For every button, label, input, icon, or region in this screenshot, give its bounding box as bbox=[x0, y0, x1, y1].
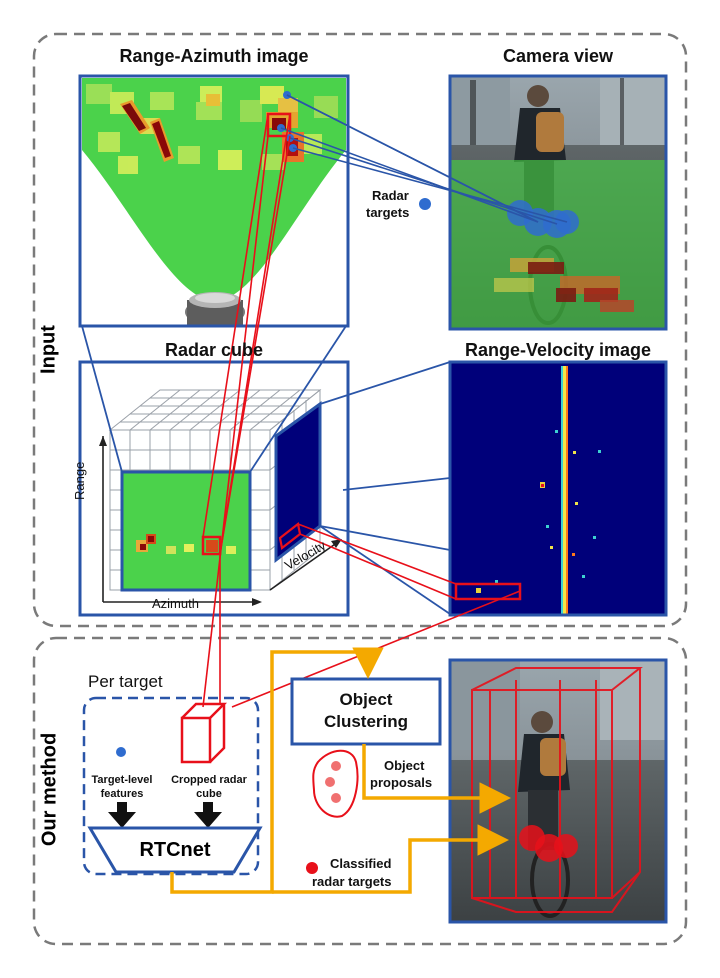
method-section-frame bbox=[32, 636, 688, 946]
radar-sensor-icon bbox=[185, 292, 245, 326]
object-clustering-line2: Clustering bbox=[323, 712, 409, 731]
range-velocity-panel bbox=[448, 360, 668, 617]
down-arrow-icon bbox=[108, 802, 222, 828]
classified-target-dot bbox=[306, 862, 318, 874]
radar-target-legend-dot bbox=[419, 198, 431, 210]
object-proposals-line1: Object bbox=[384, 758, 425, 773]
range-azimuth-title: Range-Azimuth image bbox=[119, 46, 309, 66]
rtcnet-label: RTCnet bbox=[139, 838, 211, 861]
classified-line1: Classified bbox=[330, 856, 392, 871]
range-azimuth-panel bbox=[78, 74, 350, 328]
cropped-cube-line2: cube bbox=[196, 788, 222, 800]
method-section bbox=[82, 647, 668, 924]
target-feature-dot bbox=[116, 747, 126, 757]
radar-cube-title: Radar cube bbox=[164, 340, 264, 360]
camera-heat-projection bbox=[494, 258, 634, 312]
radar-targets-label-line1: Radar bbox=[372, 188, 409, 203]
radar-targets-label-line2: targets bbox=[366, 205, 410, 220]
axis-range-label: Range bbox=[72, 461, 87, 500]
classified-line2: radar targets bbox=[312, 874, 392, 889]
cube-front-hotspots bbox=[136, 534, 236, 554]
projection-lines bbox=[280, 94, 568, 225]
rtcnet-block bbox=[87, 826, 263, 874]
object-proposal-shape bbox=[312, 749, 359, 818]
range-velocity-title: Range-Velocity image bbox=[464, 340, 652, 360]
velocity-points bbox=[476, 430, 601, 593]
per-target-label: Per target bbox=[88, 672, 163, 691]
flow-arrows bbox=[170, 647, 511, 894]
method-section-label: Our method bbox=[38, 732, 61, 847]
object-clustering-box bbox=[290, 677, 442, 746]
target-level-line2: features bbox=[100, 788, 144, 800]
object-clustering-line1: Object bbox=[339, 690, 393, 709]
cropped-cube-line1: Cropped radar bbox=[171, 774, 247, 786]
object-proposals-line2: proposals bbox=[370, 775, 433, 790]
radar-cube-panel bbox=[78, 360, 350, 617]
input-section-label: Input bbox=[37, 325, 60, 374]
camera-view-title: Camera view bbox=[502, 46, 614, 66]
result-camera-panel bbox=[448, 658, 668, 924]
camera-view-panel bbox=[448, 74, 668, 331]
per-target-box bbox=[82, 696, 260, 876]
axis-azimuth-label: Azimuth bbox=[152, 596, 199, 611]
cropped-cube-icon bbox=[180, 702, 228, 764]
target-level-line1: Target-level bbox=[91, 774, 153, 786]
